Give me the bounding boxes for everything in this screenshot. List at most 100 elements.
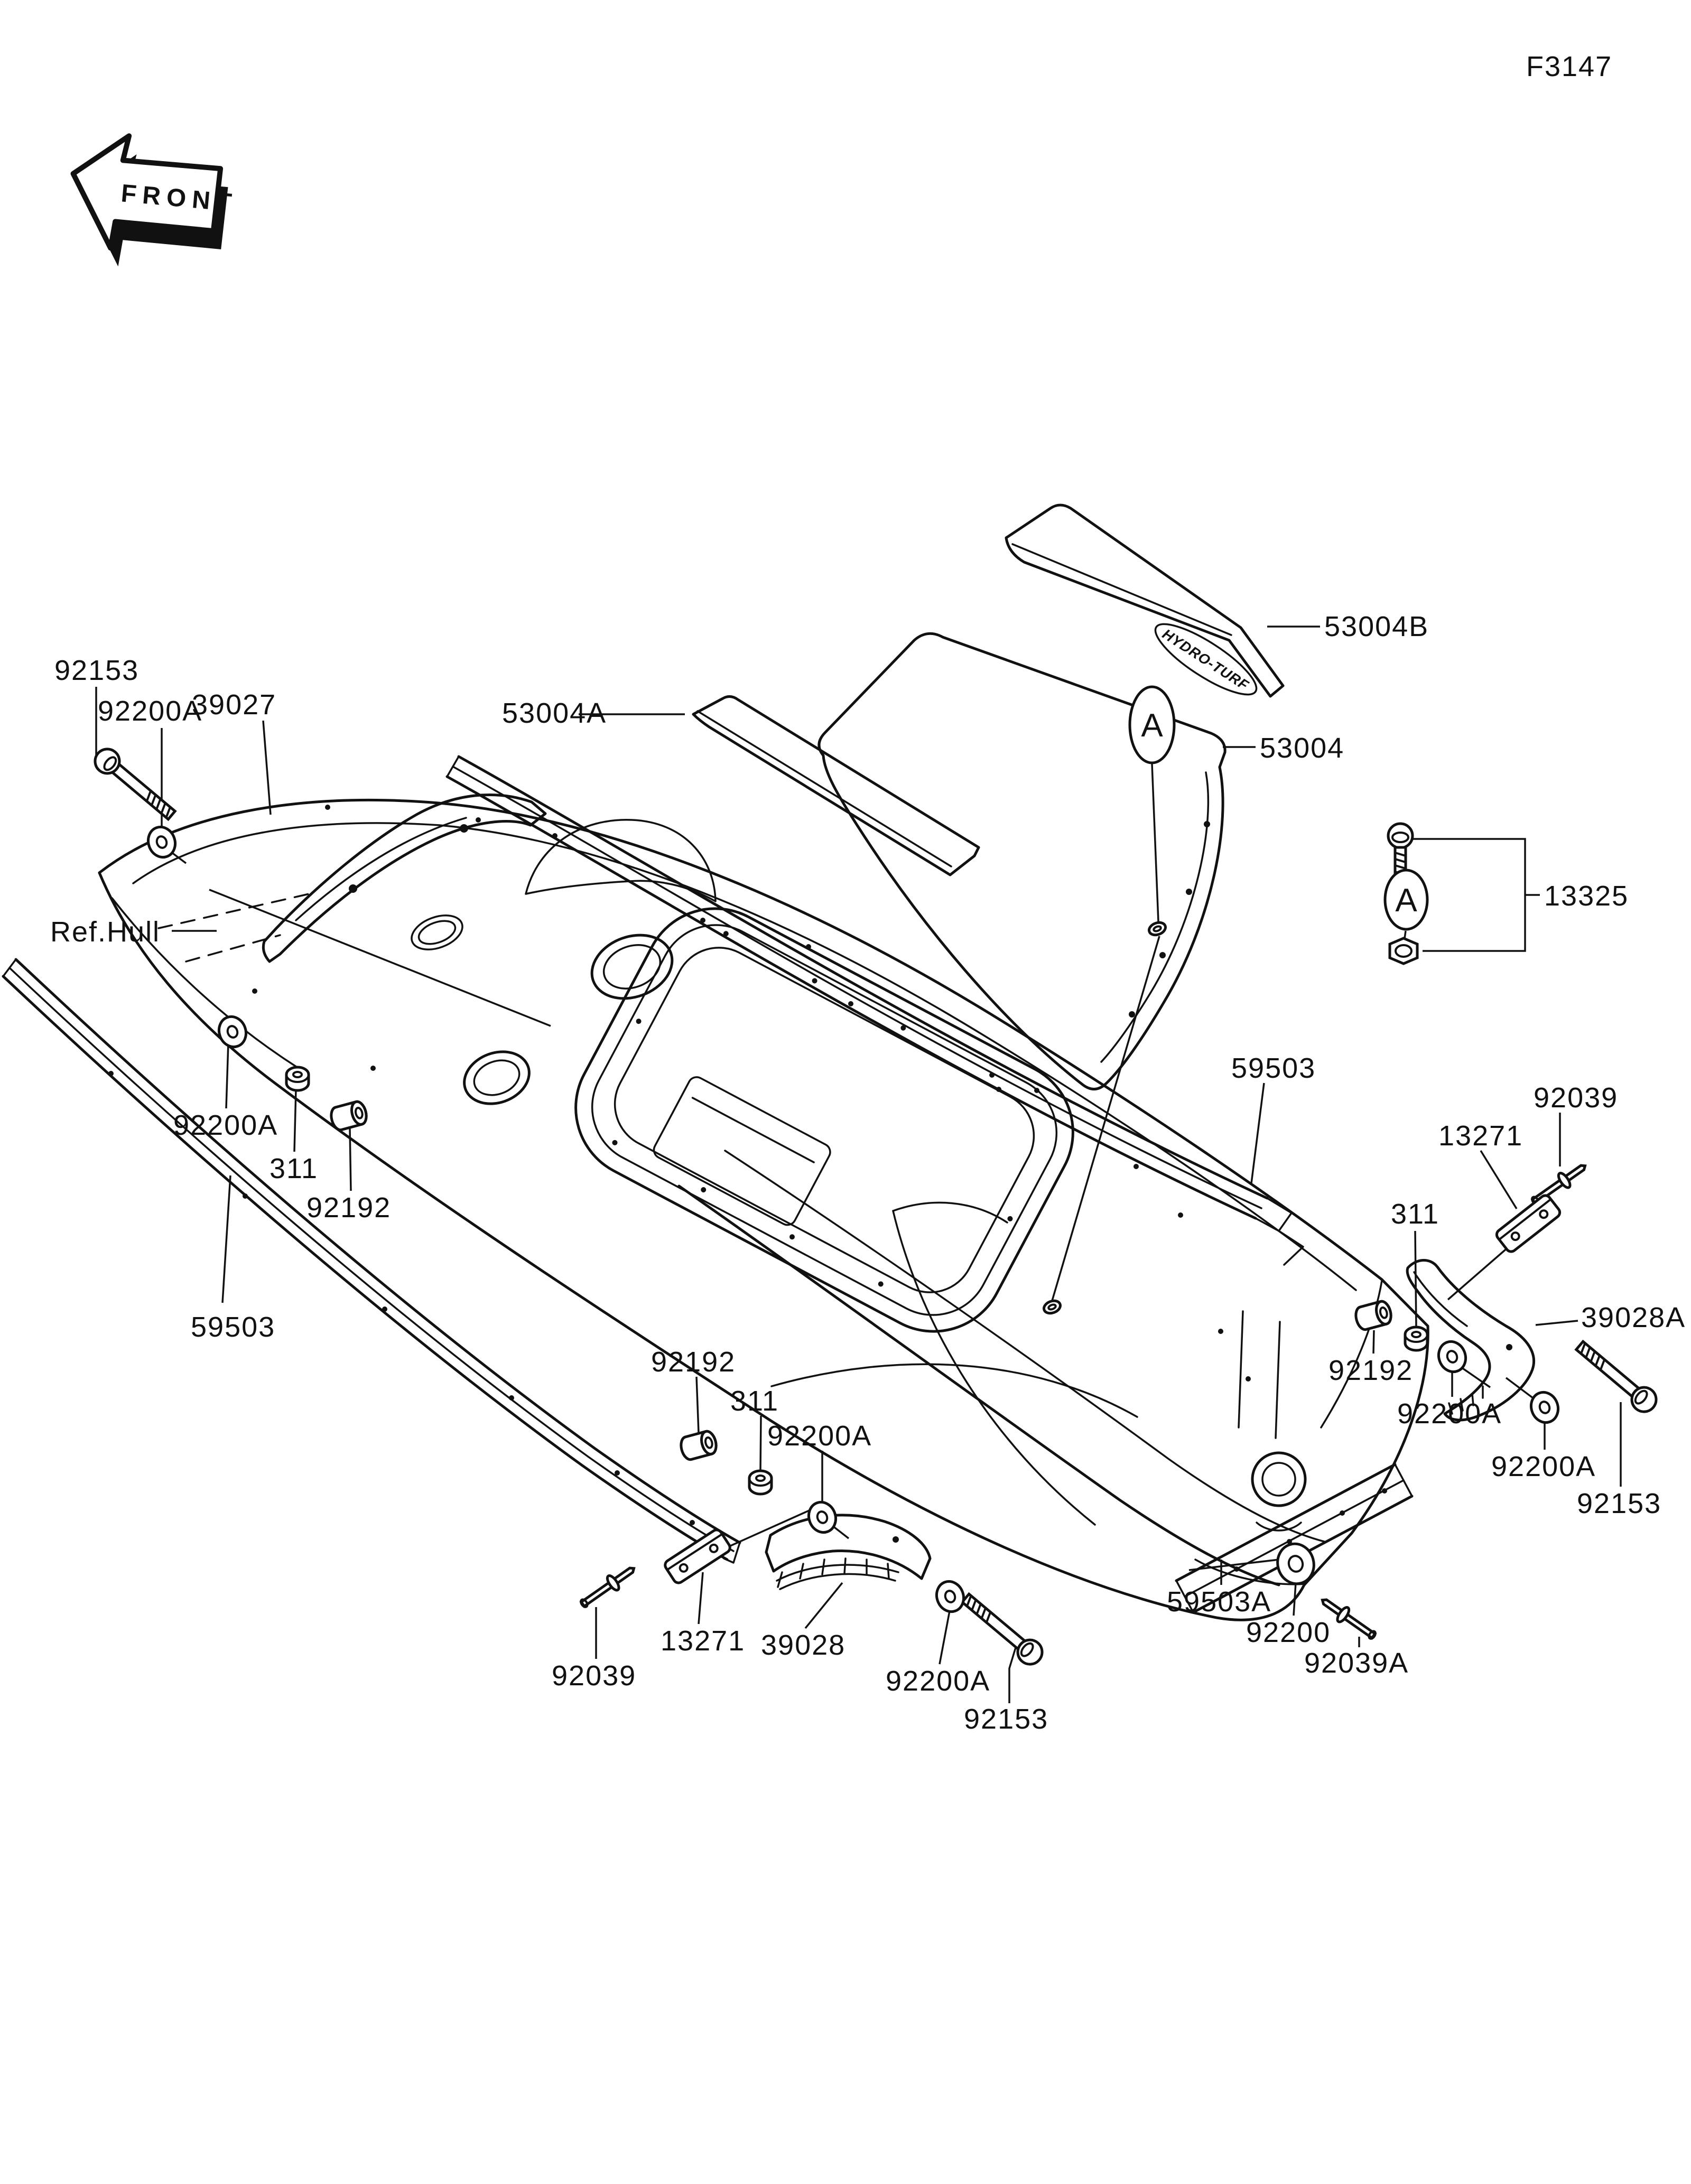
leader-line-92192 [349, 1128, 352, 1191]
part-label-92039: 92039 [1534, 1082, 1618, 1114]
part-label-59503: 59503 [191, 1311, 275, 1343]
hull-bottom-line [98, 871, 1306, 1621]
grommet-icon [1042, 1299, 1062, 1315]
leader-line-311 [293, 1089, 297, 1152]
storage-tray [653, 1076, 831, 1226]
part-label-92200a: 92200A [1491, 1451, 1596, 1482]
leader-line-39027 [262, 720, 272, 815]
washer-icon [215, 1013, 250, 1051]
connector-line [1412, 838, 1526, 952]
part-label-13271: 13271 [1438, 1120, 1523, 1152]
part-label-59503a: 59503A [1167, 1586, 1271, 1618]
callout-letter-a: A [1141, 707, 1163, 744]
nut-lg-icon [1390, 938, 1417, 964]
rim-rivet-dots [612, 931, 1013, 1287]
bolt-icon [1572, 1336, 1661, 1416]
hull-sheer-line [98, 799, 1383, 1281]
part-label-53004: 53004 [1260, 732, 1344, 764]
part-label-92200a: 92200A [98, 695, 202, 727]
screw-icon [1388, 824, 1413, 877]
leader-line-13271 [1480, 1150, 1518, 1209]
connector-line [718, 1504, 823, 1552]
part-label-92200a: 92200A [1397, 1398, 1502, 1430]
connector-line [1151, 763, 1159, 922]
part-label-ref.hull: Ref.Hull [50, 916, 160, 948]
brand-logo-text: HYDRO-TURF [1159, 626, 1252, 694]
washer-icon [805, 1498, 840, 1536]
mat-53004a [692, 695, 980, 876]
front-direction-arrow: FRONT [70, 133, 239, 267]
trim-39028a [1406, 1259, 1536, 1422]
connector-line [1188, 1557, 1289, 1571]
part-label-53004b: 53004B [1324, 611, 1429, 642]
washer-icon [1527, 1388, 1563, 1426]
connector-line [1459, 1365, 1491, 1388]
leader-line-92200a [225, 1042, 229, 1109]
leader-line-311 [759, 1415, 762, 1471]
engine-compartment-opening [574, 907, 1074, 1333]
part-label-39028a: 39028A [1581, 1302, 1686, 1333]
connector-line [209, 889, 551, 1027]
deck-rivet-dots [252, 805, 1251, 1382]
footwell-curve [724, 1150, 1325, 1543]
part-label-39027: 39027 [192, 689, 276, 721]
stern-detail-lines [1238, 1310, 1281, 1439]
pump-outlet-inner [1261, 1462, 1296, 1497]
nut-icon [1405, 1327, 1427, 1350]
footwell-inner-curve [770, 1363, 1138, 1418]
leader-line-39028a [1535, 1320, 1578, 1326]
footwell-curve [677, 1184, 1280, 1586]
bushing-icon [679, 1430, 718, 1461]
trim-39027 [262, 794, 547, 963]
bow-inner-line [111, 897, 298, 1068]
pump-lower-arc [1256, 1522, 1302, 1532]
leader-line-92200a [939, 1608, 951, 1665]
part-label-311: 311 [1391, 1198, 1439, 1230]
rubrail-left-59503 [2, 958, 741, 1564]
plate-icon [1494, 1193, 1562, 1254]
part-label-311: 311 [270, 1153, 318, 1184]
part-label-92153: 92153 [964, 1703, 1048, 1735]
part-label-92153: 92153 [54, 655, 139, 686]
bolt-icon [90, 744, 180, 824]
footwell-front-hump [892, 1201, 1008, 1224]
part-label-92200a: 92200A [767, 1420, 872, 1452]
bow-dashed-line [157, 893, 310, 929]
trim-39028 [765, 1514, 932, 1590]
leader-line-59503 [1250, 1082, 1265, 1184]
part-label-53004a: 53004A [502, 697, 607, 729]
leader-line-39028 [804, 1582, 843, 1629]
grommet-icon [1147, 920, 1167, 937]
fuel-cap [411, 914, 463, 950]
part-label-92153: 92153 [1577, 1488, 1661, 1519]
part-label-92039: 92039 [552, 1660, 636, 1692]
part-label-13271: 13271 [661, 1625, 745, 1657]
gauge-opening-front [590, 934, 674, 1000]
plate-icon [663, 1528, 732, 1585]
bolt-icon [958, 1589, 1047, 1669]
footwell-edge [892, 1210, 1096, 1526]
pump-outlet [1251, 1451, 1307, 1507]
pin-icon [577, 1562, 639, 1612]
part-label-92200a: 92200A [886, 1665, 990, 1697]
bushing-icon [329, 1100, 368, 1132]
part-label-311: 311 [730, 1385, 779, 1417]
nut-icon [749, 1471, 772, 1494]
callout-circle-a [1383, 869, 1429, 931]
hull-deck-line [132, 822, 1357, 1291]
part-label-92200a: 92200A [173, 1109, 278, 1141]
callout-letter-a: A [1395, 882, 1417, 919]
part-label-92039a: 92039A [1304, 1647, 1409, 1679]
hull-line-art [98, 799, 1429, 1621]
part-label-59503: 59503 [1231, 1052, 1316, 1084]
nut-icon [286, 1067, 309, 1090]
leader-line-59503 [221, 1175, 231, 1303]
leader-line-92192 [695, 1376, 700, 1433]
gauge-opening-side [463, 1050, 531, 1105]
connector-line [1447, 1243, 1513, 1301]
connector-line [1051, 936, 1160, 1301]
washer-icon [933, 1578, 968, 1616]
leader-line-13271 [698, 1572, 704, 1625]
